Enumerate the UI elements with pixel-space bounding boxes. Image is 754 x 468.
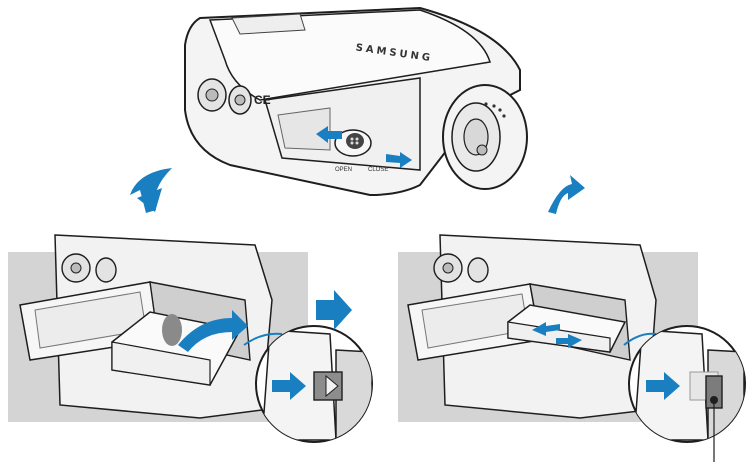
rotate-left-arrow-icon [137,188,162,212]
push-arrow-icon [646,372,680,400]
ce-mark: CE [254,93,271,107]
step-insert-battery [8,234,308,422]
push-arrow-icon [272,372,306,400]
zoom-detail-latch-open [255,325,373,443]
switch-close-label: CLOSE [368,167,388,173]
zoom-detail-latch-locked [628,325,746,462]
camera-top-view: CE SAMSUNG OPEN CLOSE [184,6,528,197]
rotate-left-arrow-icon [130,168,172,213]
push-arrow-icon [532,322,560,336]
push-arrow-icon [556,334,582,348]
slide-arrow-icon [316,126,342,143]
push-arrow-icon [178,310,248,352]
next-step-arrow-icon [316,290,352,330]
step-battery-seated [398,234,698,422]
battery-cover-switch: OPEN CLOSE [334,129,388,173]
switch-open-label: OPEN [335,167,352,173]
rotate-right-arrow-icon [548,175,585,214]
slide-arrow-icon [386,152,412,168]
